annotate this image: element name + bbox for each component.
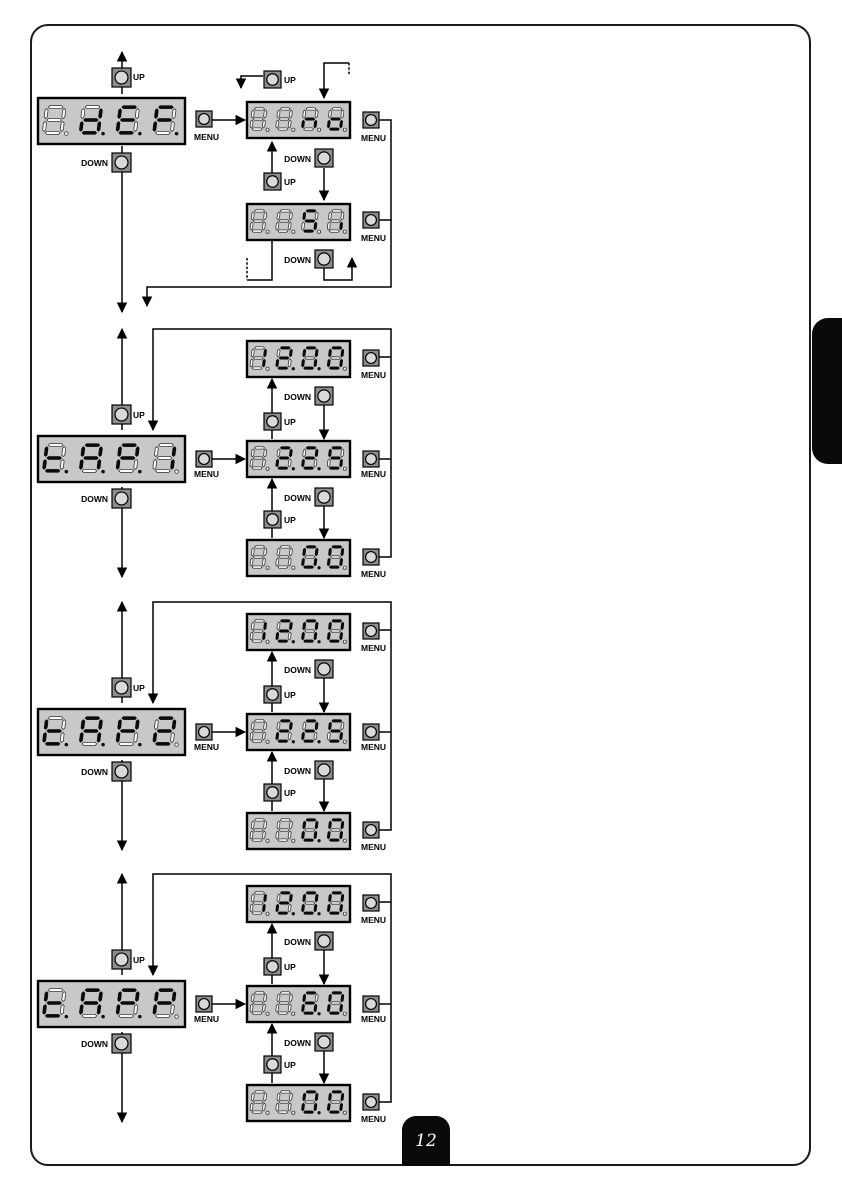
- menu-button[interactable]: [363, 1094, 379, 1110]
- menu-label: MENU: [361, 469, 386, 479]
- flow-line: [247, 240, 272, 280]
- up-label: UP: [133, 410, 145, 420]
- down-label: DOWN: [284, 1038, 311, 1048]
- menu-button[interactable]: [363, 212, 379, 228]
- down-label: DOWN: [284, 255, 311, 265]
- menu-button[interactable]: [196, 996, 212, 1012]
- up-button[interactable]: [264, 413, 281, 430]
- menu-label: MENU: [361, 370, 386, 380]
- up-button[interactable]: [264, 71, 281, 88]
- up-button[interactable]: [264, 511, 281, 528]
- up-button[interactable]: [264, 958, 281, 975]
- down-button[interactable]: [315, 761, 333, 779]
- value-display: [247, 714, 350, 750]
- menu-label: MENU: [194, 469, 219, 479]
- up-button[interactable]: [264, 173, 281, 190]
- down-label: DOWN: [81, 767, 108, 777]
- value-display: [247, 102, 350, 138]
- up-button[interactable]: [264, 784, 281, 801]
- menu-label: MENU: [361, 742, 386, 752]
- menu-label: MENU: [361, 643, 386, 653]
- value-display: [247, 614, 350, 650]
- value-display: [247, 886, 350, 922]
- down-label: DOWN: [81, 158, 108, 168]
- down-button[interactable]: [315, 1033, 333, 1051]
- down-label: DOWN: [284, 937, 311, 947]
- up-button[interactable]: [112, 68, 131, 87]
- parameter-display: [38, 436, 185, 482]
- up-label: UP: [284, 788, 296, 798]
- down-button[interactable]: [315, 387, 333, 405]
- down-label: DOWN: [284, 665, 311, 675]
- down-button[interactable]: [112, 153, 131, 172]
- down-label: DOWN: [284, 493, 311, 503]
- flow-arrow: [241, 76, 263, 88]
- down-label: DOWN: [284, 154, 311, 164]
- menu-label: MENU: [361, 233, 386, 243]
- menu-button[interactable]: [363, 822, 379, 838]
- down-button[interactable]: [315, 250, 333, 268]
- up-button[interactable]: [264, 686, 281, 703]
- diagram-nodes: UP DOWN MENU MENU UP DOWN UP MENU DOWN UP DOWN MENU…: [38, 68, 386, 1124]
- up-button[interactable]: [112, 678, 131, 697]
- parameter-display: [38, 98, 185, 144]
- menu-label: MENU: [361, 1014, 386, 1024]
- down-label: DOWN: [81, 1039, 108, 1049]
- up-button[interactable]: [112, 405, 131, 424]
- menu-label: MENU: [194, 1014, 219, 1024]
- up-label: UP: [284, 962, 296, 972]
- down-label: DOWN: [284, 766, 311, 776]
- up-label: UP: [284, 75, 296, 85]
- value-display: [247, 204, 350, 240]
- menu-label: MENU: [361, 1114, 386, 1124]
- down-button[interactable]: [112, 1034, 131, 1053]
- parameter-display: [38, 981, 185, 1027]
- menu-button[interactable]: [363, 996, 379, 1012]
- menu-label: MENU: [194, 742, 219, 752]
- value-display: [247, 813, 350, 849]
- menu-label: MENU: [361, 842, 386, 852]
- up-label: UP: [284, 690, 296, 700]
- menu-button[interactable]: [196, 111, 212, 127]
- menu-button[interactable]: [363, 724, 379, 740]
- menu-button[interactable]: [196, 451, 212, 467]
- value-display: [247, 341, 350, 377]
- down-button[interactable]: [315, 488, 333, 506]
- up-label: UP: [284, 417, 296, 427]
- menu-button[interactable]: [363, 451, 379, 467]
- menu-button[interactable]: [363, 112, 379, 128]
- value-display: [247, 1085, 350, 1121]
- menu-button[interactable]: [363, 350, 379, 366]
- up-button[interactable]: [112, 950, 131, 969]
- down-button[interactable]: [315, 149, 333, 167]
- down-label: DOWN: [81, 494, 108, 504]
- menu-label: MENU: [361, 133, 386, 143]
- down-button[interactable]: [315, 660, 333, 678]
- menu-button[interactable]: [196, 724, 212, 740]
- up-label: UP: [133, 683, 145, 693]
- up-label: UP: [133, 72, 145, 82]
- up-label: UP: [284, 515, 296, 525]
- menu-label: MENU: [194, 132, 219, 142]
- menu-label: MENU: [361, 915, 386, 925]
- menu-label: MENU: [361, 569, 386, 579]
- down-label: DOWN: [284, 392, 311, 402]
- value-display: [247, 540, 350, 576]
- value-display: [247, 441, 350, 477]
- up-label: UP: [133, 955, 145, 965]
- down-button[interactable]: [112, 762, 131, 781]
- value-display: [247, 986, 350, 1022]
- parameter-display: [38, 709, 185, 755]
- flow-arrow: [324, 63, 349, 98]
- up-label: UP: [284, 1060, 296, 1070]
- down-button[interactable]: [315, 932, 333, 950]
- up-button[interactable]: [264, 1056, 281, 1073]
- menu-button[interactable]: [363, 895, 379, 911]
- up-label: UP: [284, 177, 296, 187]
- menu-button[interactable]: [363, 549, 379, 565]
- menu-button[interactable]: [363, 623, 379, 639]
- down-button[interactable]: [112, 489, 131, 508]
